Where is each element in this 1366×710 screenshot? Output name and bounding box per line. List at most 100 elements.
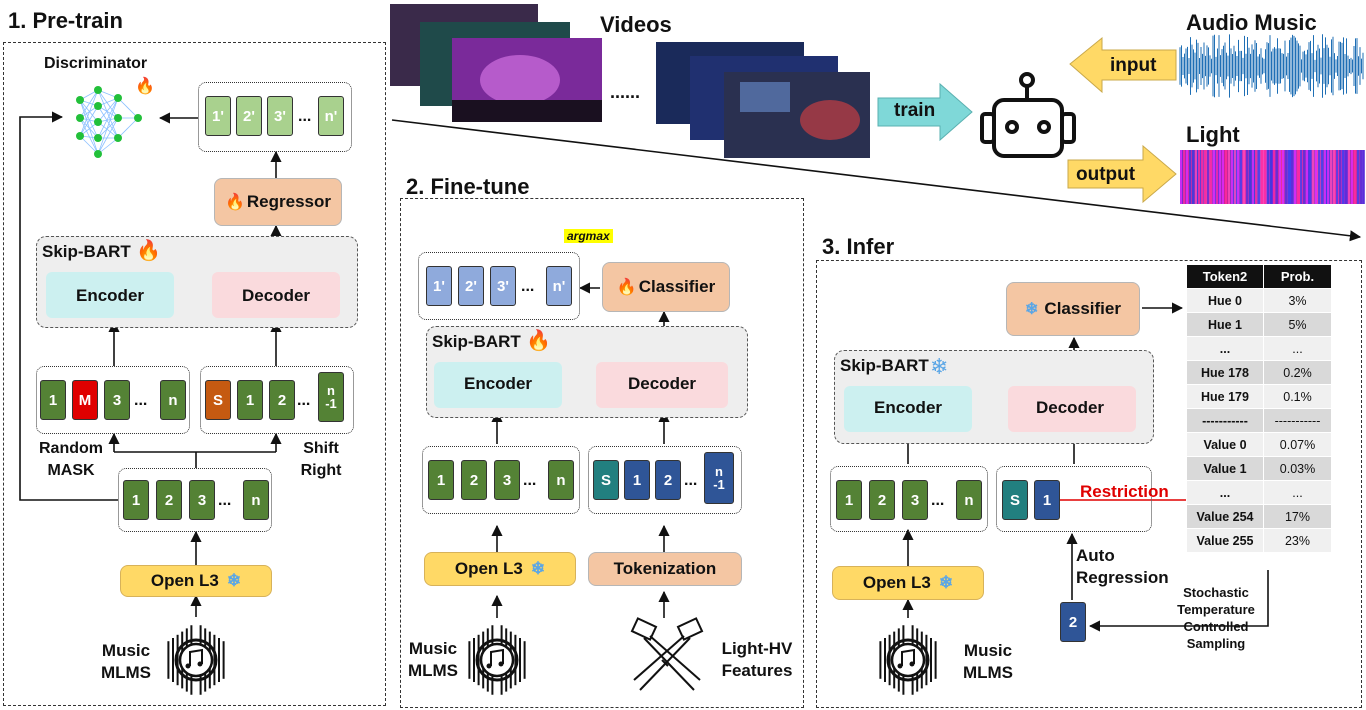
music-audio-icon (468, 625, 526, 695)
token-cell: ----------- (1186, 408, 1264, 433)
shifted-token-sequence (200, 366, 354, 434)
skip-bart-label: Skip-BART (840, 356, 929, 375)
token: 2 (869, 480, 895, 520)
pretrain-panel (3, 42, 386, 706)
open-l3-box: Open L3 ❄ (120, 565, 272, 597)
pretrain-input-tokens (118, 468, 272, 532)
token: 3 (189, 480, 215, 520)
token: 1' (426, 266, 452, 306)
token-cell: Value 0 (1186, 432, 1264, 457)
token: 1 (237, 380, 263, 420)
token: 2 (655, 460, 681, 500)
token-cell: Value 254 (1186, 504, 1264, 529)
token-cell: ... (1186, 336, 1264, 361)
token-cell: Hue 178 (1186, 360, 1264, 385)
fire-icon: 🔥 (135, 78, 155, 95)
token: 3 (104, 380, 130, 420)
ellipsis: ... (521, 278, 535, 295)
prob-cell: ... (1263, 336, 1332, 361)
open-l3-box: Open L3❄ (832, 566, 984, 600)
finetune-encoder (434, 362, 562, 408)
table-header: Prob. (1263, 264, 1332, 289)
prob-cell: 0.07% (1263, 432, 1332, 457)
video-thumbnails-right (656, 42, 870, 158)
token: n (956, 480, 982, 520)
pretrain-title: 1. Pre-train (8, 8, 123, 33)
infer-decoder (1008, 386, 1136, 432)
token-cell: Hue 179 (1186, 384, 1264, 409)
start-token: S (205, 380, 231, 420)
output-label: output (1076, 164, 1136, 185)
infer-panel (816, 260, 1362, 708)
fire-icon: 🔥 (136, 240, 161, 262)
ellipsis: ... (523, 472, 537, 489)
train-arrow (877, 82, 973, 142)
token: n' (546, 266, 572, 306)
token: 1' (205, 96, 231, 136)
random-mask-label: Random MASK (39, 440, 103, 479)
discriminator-label: Discriminator (44, 55, 148, 72)
token: n (243, 480, 269, 520)
token: 3' (267, 96, 293, 136)
ellipsis: ... (218, 492, 232, 509)
token: 2' (458, 266, 484, 306)
token: 2 (156, 480, 182, 520)
light-token-sequence (588, 446, 742, 514)
start-token: S (593, 460, 619, 500)
sampling-label: Stochastic Temperature Controlled Sampli… (1177, 585, 1255, 651)
prob-cell: 0.1% (1263, 384, 1332, 409)
finetune-title: 2. Fine-tune (406, 174, 530, 199)
finetune-panel (400, 198, 804, 708)
token: 2' (236, 96, 262, 136)
open-l3-label: Open L3 (150, 571, 219, 590)
prob-cell: 3% (1263, 288, 1332, 313)
decoder-label: Decoder (242, 286, 311, 305)
snowflake-icon: ❄ (226, 571, 242, 590)
restriction-label: Restriction (1080, 482, 1169, 501)
tokenization-label: Tokenization (613, 559, 717, 578)
classifier-label: Classifier (1044, 299, 1121, 318)
snowflake-icon: ❄ (530, 559, 546, 578)
encoder-label: Encoder (76, 286, 145, 305)
token: 1 (40, 380, 66, 420)
input-label: input (1110, 55, 1157, 76)
table-row: ---------------------- (1186, 408, 1332, 433)
token: n -1 (318, 372, 344, 422)
auto-regression-label: Auto Regression (1076, 546, 1169, 587)
shift-right-label: Shift Right (300, 440, 342, 479)
prob-cell: ... (1263, 480, 1332, 505)
fire-icon: 🔥 (224, 194, 245, 211)
music-mlms-label: Music MLMS (962, 641, 1014, 682)
table-row: ...... (1186, 336, 1332, 361)
open-l3-label: Open L3 (454, 559, 523, 578)
encoder-label: Encoder (874, 398, 943, 417)
open-l3-box: Open L3 ❄ (424, 552, 576, 586)
videos-title: Videos (600, 12, 672, 37)
infer-encoder (844, 386, 972, 432)
tokenization-box: Tokenization (588, 552, 742, 586)
audio-music-title: Audio Music (1186, 10, 1317, 35)
generated-token-sequence (996, 466, 1152, 532)
infer-title: 3. Infer (822, 234, 895, 259)
prob-cell: 23% (1263, 528, 1332, 553)
argmax-label: argmax (564, 229, 613, 243)
finetune-input-tokens (422, 446, 580, 514)
ellipsis: ... (298, 108, 312, 125)
regressor-box: 🔥Regressor (214, 178, 342, 226)
token: 3' (490, 266, 516, 306)
pretrain-decoder (212, 272, 340, 318)
fire-icon: 🔥 (616, 279, 637, 296)
token-cell: ... (1186, 480, 1264, 505)
token-cell: Hue 0 (1186, 288, 1264, 313)
token: 3 (494, 460, 520, 500)
prob-cell: 5% (1263, 312, 1332, 337)
token: n (160, 380, 186, 420)
decoder-label: Decoder (628, 374, 697, 393)
masked-token-sequence (36, 366, 190, 434)
finetune-classifier-box: 🔥Classifier (602, 262, 730, 312)
